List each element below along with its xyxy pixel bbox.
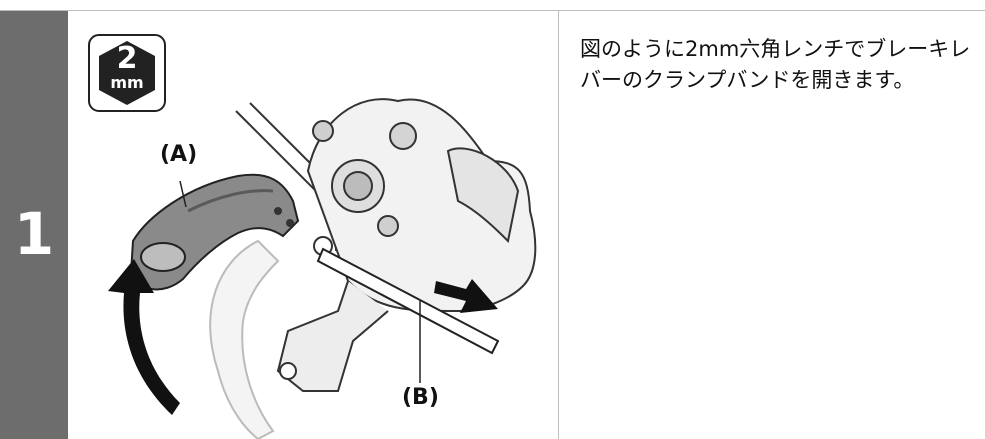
step-bar: 1 [0,11,68,439]
lever-body-shape [276,98,537,392]
step-number: 1 [13,200,55,268]
tool-size-unit: mm [110,73,144,92]
label-b: (B) [402,385,439,410]
push-arrow-shape [434,279,498,313]
clamp-band-shape [129,173,300,291]
column-divider [558,11,559,439]
label-a-leader [179,180,187,208]
hex-badge-frame-shape [88,34,166,112]
instruction-text: 図のように2mm六角レンチでブレーキレバーのクランプバンドを開きます。 [580,37,971,92]
hex-wrench-size-icon: 2 mm [88,34,166,112]
brake-lever-clamp-illustration [108,98,537,439]
hex-wrench-shape [316,247,500,355]
clamp-band-ghost-shape [209,239,280,439]
label-a: (A) [160,142,198,167]
top-rule [0,10,985,11]
rotation-arrow-shape [108,259,180,415]
tool-size-value: 2 [116,41,138,76]
